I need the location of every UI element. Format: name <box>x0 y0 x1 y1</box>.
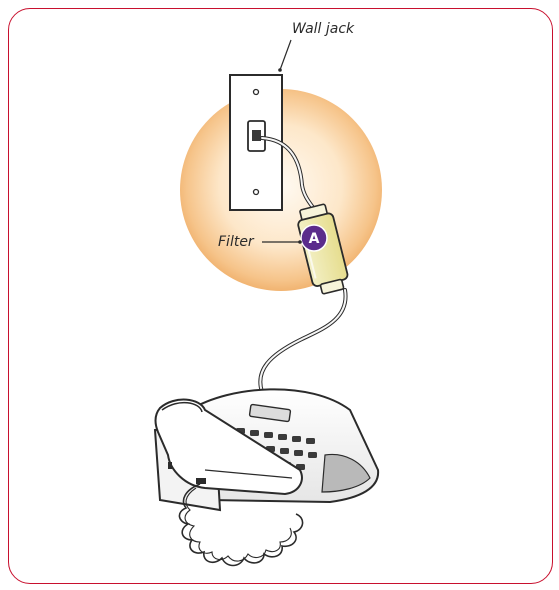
filter-label: Filter <box>218 234 255 250</box>
wall-jack-label: Wall jack <box>292 21 355 37</box>
filter-badge: A <box>301 225 327 251</box>
badge-letter: A <box>309 231 320 247</box>
phone-cable <box>260 290 345 392</box>
wall-jack-leader <box>280 40 291 70</box>
wall-jack-plate <box>230 75 282 210</box>
